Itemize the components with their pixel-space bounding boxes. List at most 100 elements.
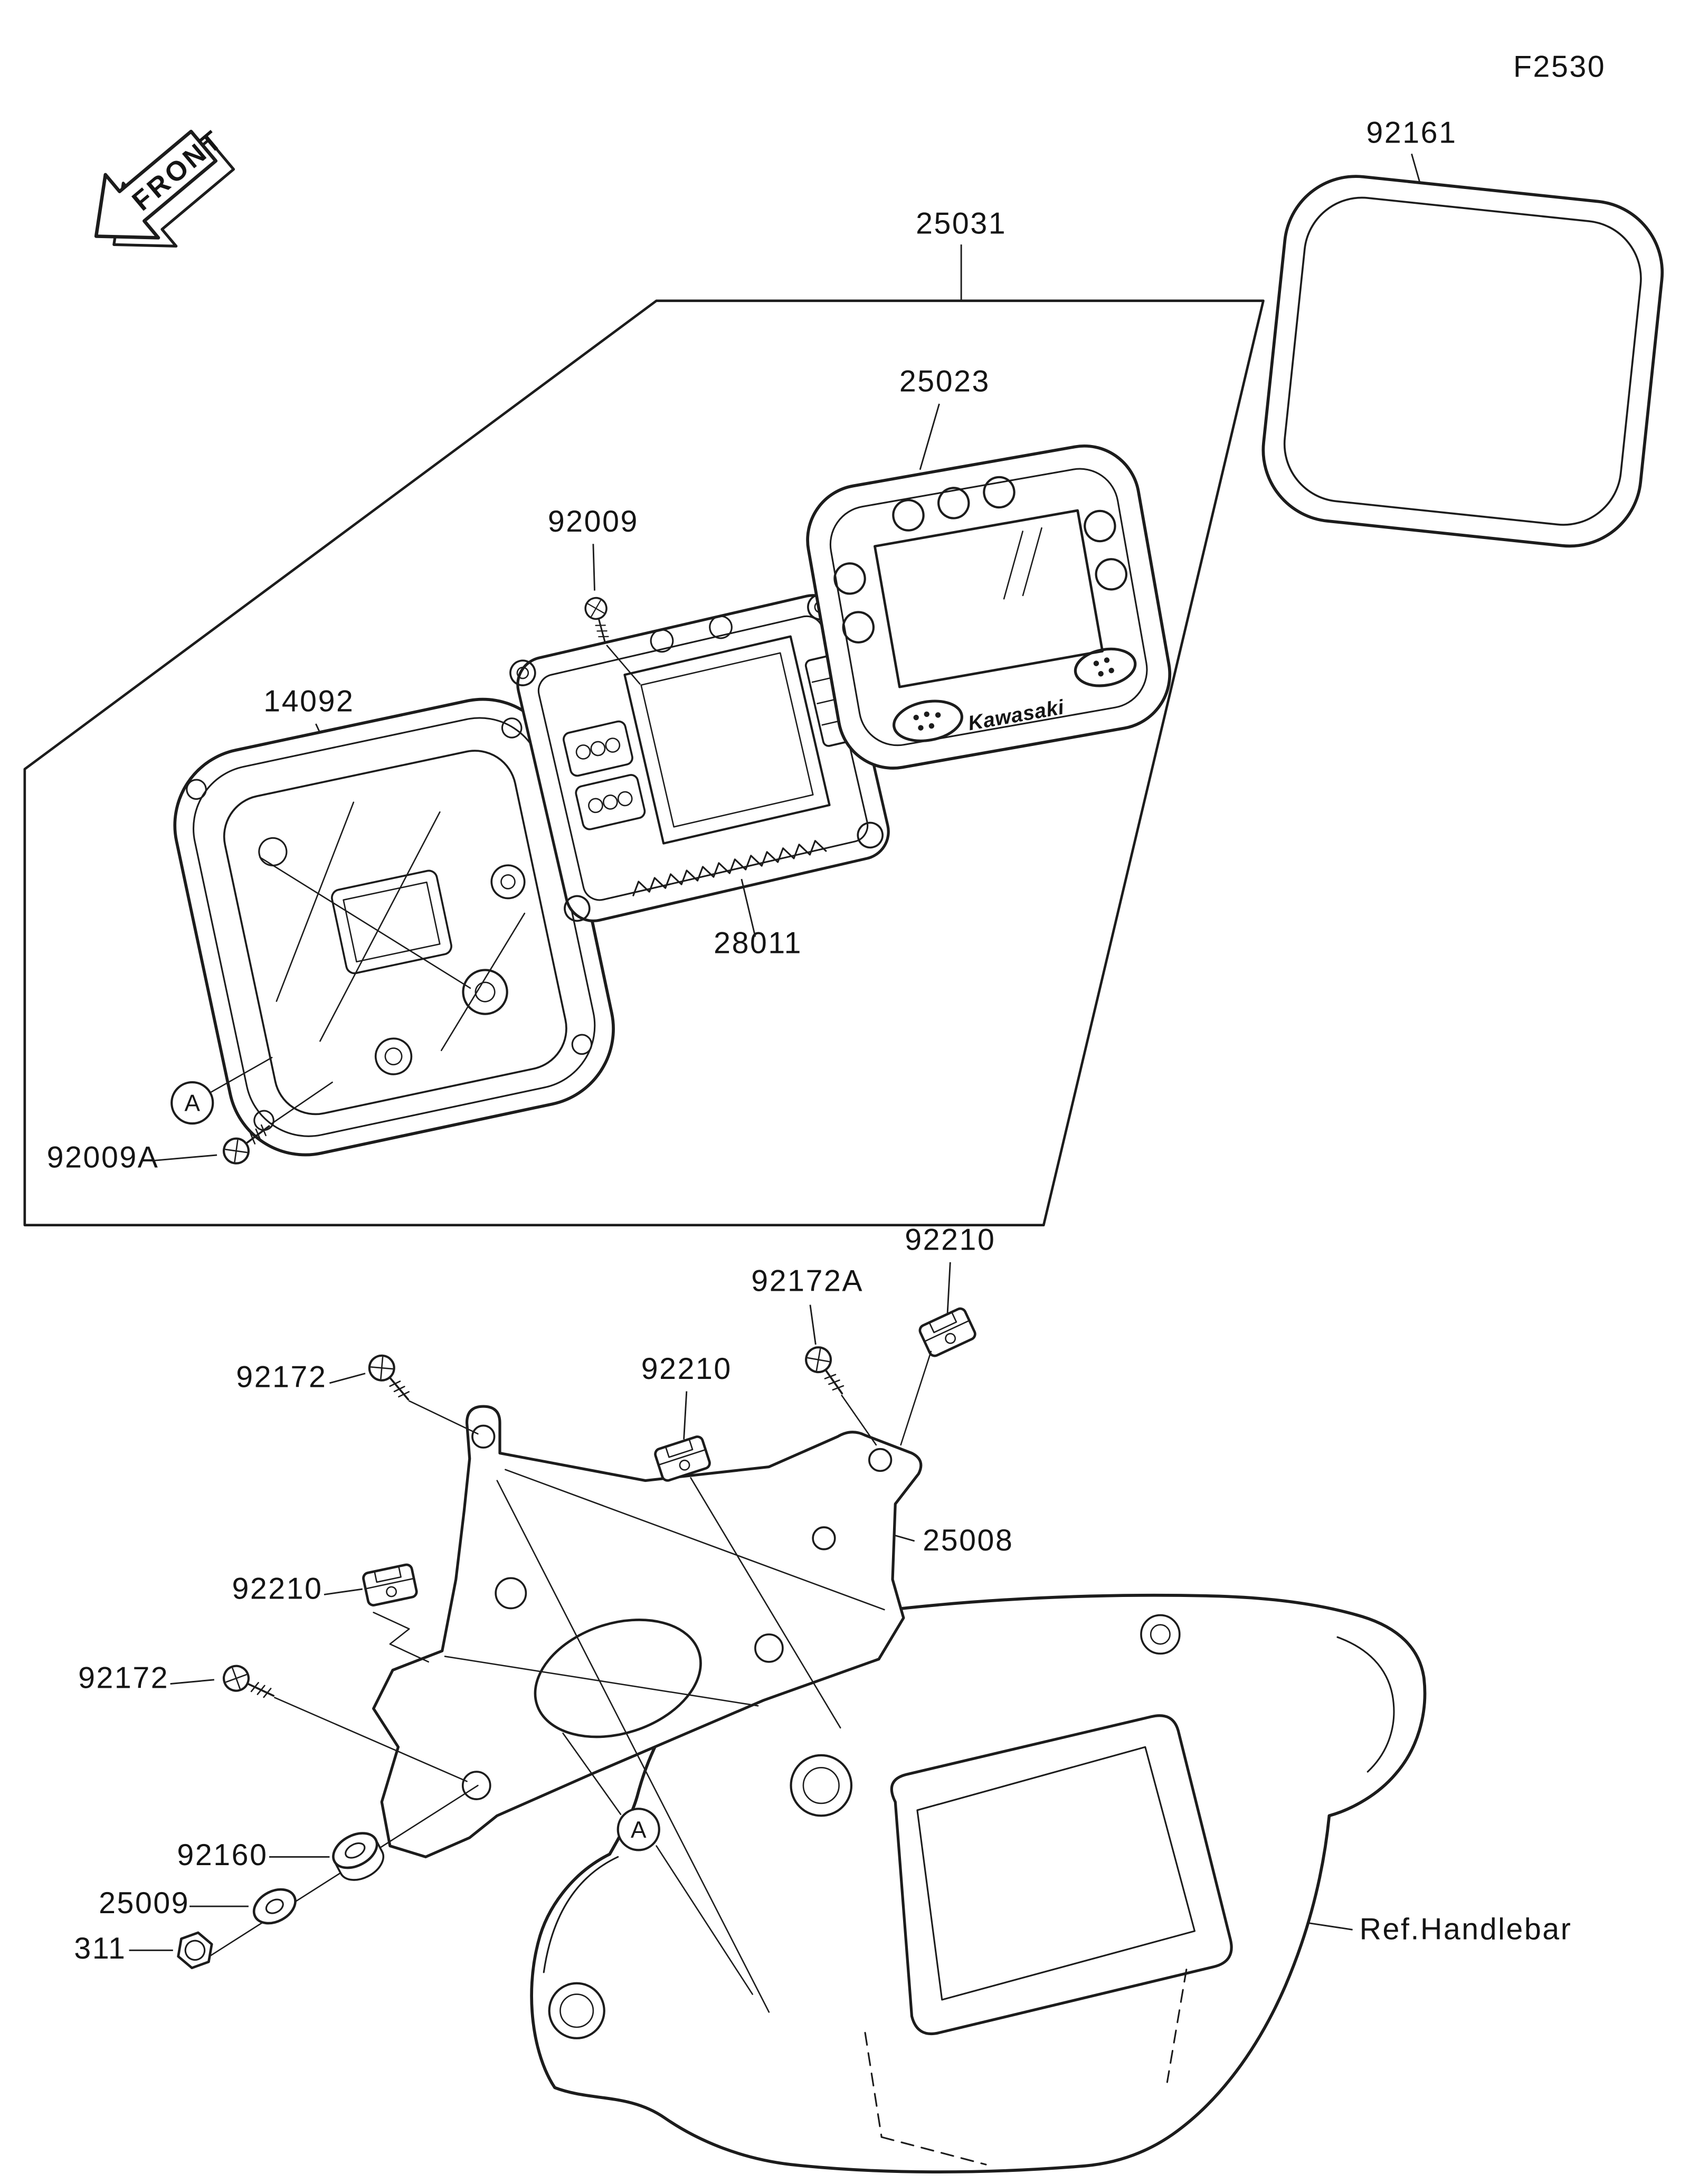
detail	[223, 750, 567, 1115]
detail	[588, 798, 603, 814]
boss	[490, 864, 526, 900]
leader-92009	[592, 544, 595, 591]
detail	[500, 874, 516, 890]
corner-screw	[253, 1110, 274, 1131]
nut-hex	[177, 1931, 213, 1970]
corner-screw	[571, 1034, 593, 1055]
detail	[516, 666, 529, 679]
bracket-hole	[868, 1448, 893, 1472]
detail	[924, 711, 929, 717]
detail	[543, 1856, 619, 1973]
pad	[893, 699, 963, 742]
assembly-line	[373, 1612, 430, 1663]
part-label-92160: 92160	[177, 1838, 268, 1872]
detail	[928, 723, 935, 729]
button	[1095, 558, 1127, 591]
handlebar-cover-drawing	[530, 1593, 1427, 2174]
assembly-line	[496, 1480, 770, 2013]
screw-92009	[582, 594, 616, 646]
assembly-line	[562, 1732, 622, 1816]
detail	[343, 881, 441, 963]
ear-hole	[509, 659, 536, 686]
leader-92172a	[809, 1304, 817, 1345]
detail	[475, 981, 496, 1003]
detail	[916, 1746, 1195, 2001]
button	[833, 562, 866, 595]
hidden-line	[864, 2031, 883, 2138]
hidden-line	[1166, 1969, 1188, 2083]
screw-92172a	[801, 1342, 852, 1401]
button	[1084, 509, 1116, 543]
detail	[444, 1656, 759, 1707]
washer-outer	[252, 1888, 297, 1925]
detail-marker-circle-upper	[170, 1081, 214, 1125]
nut-drawing	[177, 1931, 213, 1970]
corner-screw	[186, 779, 207, 800]
bracket-hole	[754, 1633, 784, 1663]
detail	[1108, 667, 1114, 674]
page-code: F2530	[1513, 50, 1606, 84]
part-label-92210-left: 92210	[232, 1572, 322, 1605]
part-label-92210-center: 92210	[641, 1352, 732, 1386]
detail	[184, 1940, 206, 1961]
detail	[802, 1766, 840, 1804]
cover-outline	[530, 1593, 1427, 2174]
part-label-92161: 92161	[1366, 116, 1457, 150]
detail	[935, 712, 941, 718]
detail	[1022, 527, 1042, 597]
toothed-strip	[632, 840, 827, 896]
part-label-92172-lower: 92172	[78, 1661, 169, 1695]
axis-line	[211, 1056, 273, 1093]
detail	[1003, 531, 1023, 600]
part-label-92009: 92009	[548, 505, 639, 538]
button	[983, 476, 1016, 509]
detail	[440, 912, 526, 1052]
front-arrow-label: FRONT	[127, 124, 229, 216]
detail	[650, 629, 674, 653]
grommet-drawing	[332, 1832, 385, 1881]
detail	[575, 744, 591, 760]
leader-92009a	[154, 1154, 217, 1161]
detail-marker-circle-lower	[616, 1808, 660, 1851]
part-label-14092: 14092	[263, 685, 354, 718]
leader-92161	[1411, 153, 1421, 183]
bracket-hole	[495, 1577, 527, 1610]
detail	[505, 1469, 885, 1611]
part-label-25008: 25008	[923, 1524, 1013, 1557]
detail	[829, 468, 1148, 746]
part-label-92009a: 92009A	[47, 1140, 159, 1174]
leader-28011	[741, 878, 756, 937]
bracket-hole	[471, 1424, 496, 1449]
washer-drawing	[252, 1888, 297, 1925]
boss	[374, 1037, 413, 1075]
meter-bracket-drawing	[372, 1405, 923, 1858]
connector	[563, 720, 633, 777]
connector	[575, 774, 646, 830]
damper-clip-left	[363, 1564, 418, 1606]
part-label-92172-upper: 92172	[236, 1360, 327, 1394]
detail	[918, 725, 924, 731]
detail	[345, 1842, 366, 1859]
screen	[874, 509, 1104, 688]
front-arrow-body	[94, 129, 218, 240]
part-label-92210-upper: 92210	[905, 1223, 995, 1256]
bracket-hole	[812, 1526, 836, 1550]
part-label-311: 311	[74, 1932, 126, 1965]
leader-ref-handlebar	[1307, 1922, 1353, 1931]
mount-hole	[548, 1982, 605, 2039]
detail	[559, 1993, 594, 2028]
detail	[1098, 671, 1104, 677]
detail	[913, 714, 919, 721]
button	[892, 499, 925, 532]
axis-line	[271, 1081, 333, 1124]
axis-line	[841, 1394, 877, 1446]
axis-line	[606, 645, 641, 685]
meter-assembly-box	[23, 299, 1265, 1226]
detail	[617, 791, 633, 807]
detail	[384, 1047, 403, 1065]
ref-handlebar-label: Ref.Handlebar	[1360, 1912, 1572, 1946]
boss	[462, 969, 508, 1015]
assembly-line	[274, 1697, 468, 1782]
board	[623, 635, 831, 845]
